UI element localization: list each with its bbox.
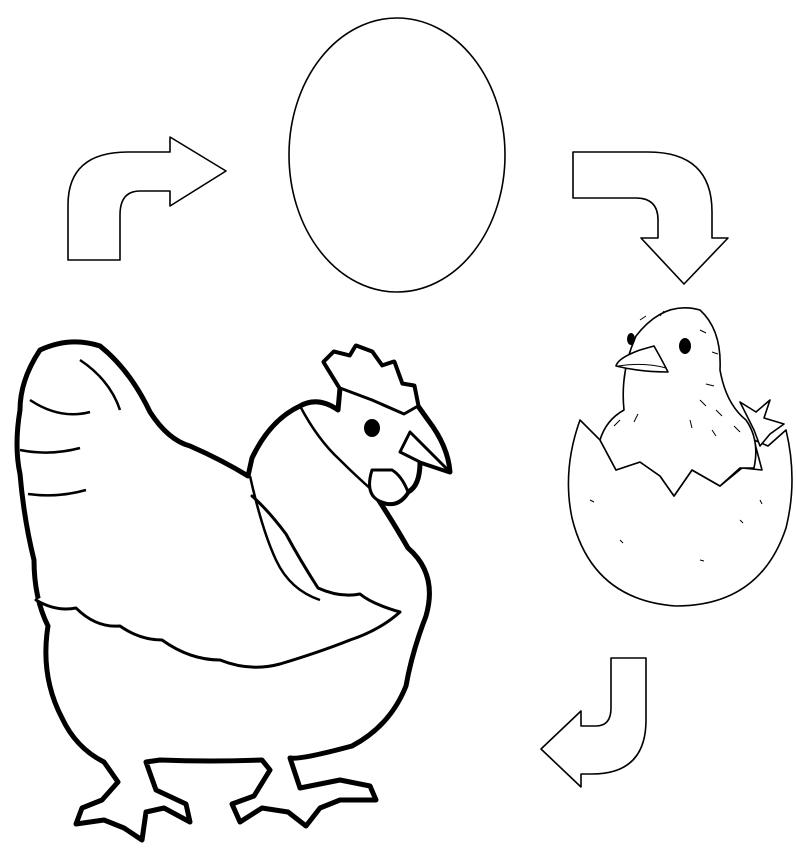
arrow-hen-to-egg-icon — [68, 137, 226, 260]
hatching-chick-icon — [568, 308, 792, 606]
egg-icon — [289, 18, 505, 292]
hen-icon — [17, 342, 450, 840]
arrow-chick-to-hen-icon — [541, 658, 646, 787]
arrow-egg-to-chick-icon — [573, 152, 728, 284]
